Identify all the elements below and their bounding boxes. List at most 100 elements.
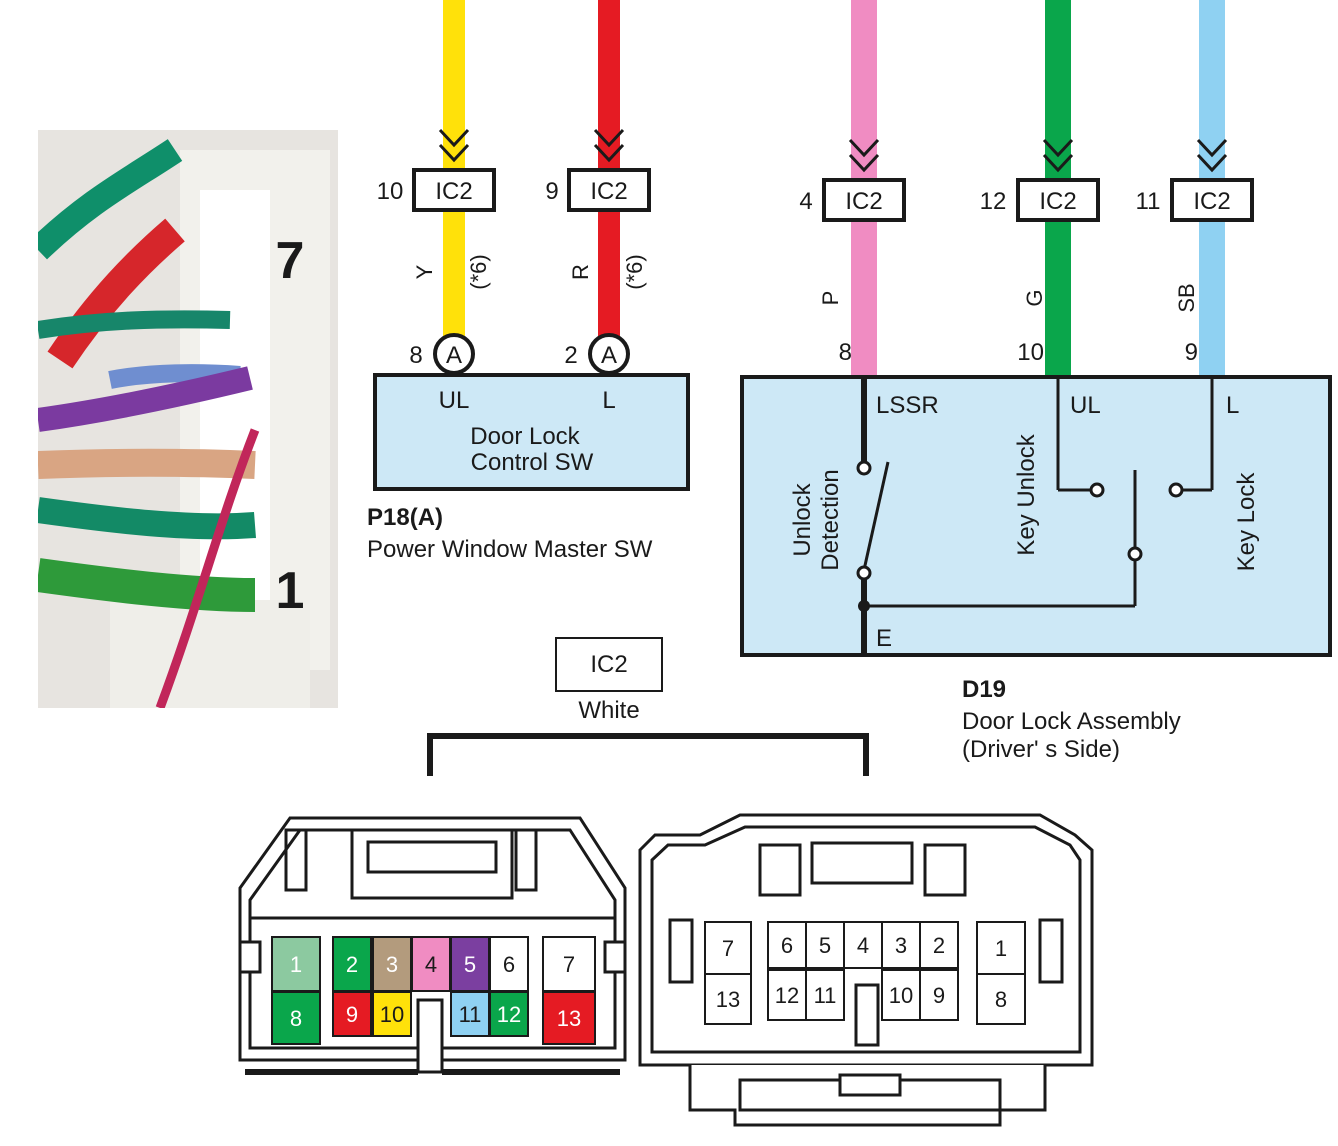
label-key-lock: Key Lock: [1233, 472, 1260, 572]
terminal-pin: 9: [1185, 339, 1198, 366]
connector-code: IC2: [590, 651, 627, 678]
terminal-l-label: L: [602, 387, 615, 414]
wire-note: (*6): [466, 254, 491, 289]
connector-pin-number: 6: [503, 952, 515, 977]
connector-pin-number: 10: [380, 1002, 404, 1027]
connector-pin-cell: [411, 936, 451, 992]
ic2-tag-label: IC2: [845, 188, 882, 215]
connector-pin-cell: [919, 969, 959, 1021]
photo-pin-label-bottom: 1: [276, 562, 305, 620]
terminal-pin: 8: [409, 342, 422, 369]
connector-pin-number: 9: [933, 983, 945, 1008]
connector-pin-number: 11: [459, 1002, 482, 1027]
wire-note: (*6): [622, 254, 647, 289]
ic2-pin-number: 12: [980, 188, 1007, 215]
label-unlock-detection-1: Unlock: [789, 482, 816, 556]
ic2-tag-label: IC2: [1039, 188, 1076, 215]
photo-pin-label-top: 7: [276, 232, 305, 290]
wire-color-label: R: [568, 264, 593, 280]
connector-pin-number: 13: [716, 987, 740, 1012]
connector-pin-cell: [489, 936, 529, 992]
terminal-ul-label: UL: [439, 387, 470, 414]
ic2-tag-label: IC2: [435, 178, 472, 205]
terminal-pin: 10: [1017, 339, 1044, 366]
ic2-tags: IC2 10 IC2 9 IC2 4 IC2 12 IC2: [377, 128, 1254, 222]
connector-pin-cell: [919, 921, 959, 969]
ic2-tag-pin-11: IC2 11: [1136, 138, 1254, 222]
connector-pin-cell: [542, 991, 596, 1045]
connector-pin-number: 10: [889, 983, 913, 1008]
assembly-description-line2: (Driver' s Side): [962, 736, 1120, 763]
connector-pin-cell: [805, 921, 845, 969]
wire-color-label: G: [1022, 289, 1047, 306]
connector-pin-cell: [332, 991, 372, 1037]
wire-color-labels: Y (*6) R (*6) P G SB: [412, 254, 1199, 312]
ic2-tag-pin-10: IC2 10: [377, 128, 496, 212]
terminal-ul-label: UL: [1070, 392, 1101, 419]
connector-pin-number: 3: [386, 952, 398, 977]
connector-pin-cell: [489, 991, 529, 1037]
connector-pin-number: 6: [781, 933, 793, 958]
ic2-pin-number: 10: [377, 178, 404, 205]
terminal-mark: A: [446, 342, 462, 369]
connector-pin-number: 9: [346, 1002, 358, 1027]
ic2-connector-legend: IC2 White: [427, 637, 869, 776]
assembly-description-line1: Door Lock Assembly: [962, 708, 1181, 735]
connector-pin-cell: [372, 991, 412, 1037]
connector-pin-cell: [271, 991, 321, 1045]
connector-pin-number: 3: [895, 933, 907, 958]
ic2-pin-number: 9: [545, 178, 558, 205]
connector-pin-number: 1: [995, 936, 1007, 961]
connector-pin-cell: [332, 936, 372, 992]
connector-pin-cell: [976, 973, 1026, 1025]
wire-color-label: SB: [1174, 283, 1199, 312]
door-lock-assembly: 8 10 9 LSSR UL L E Unlock Detection Key …: [740, 339, 1332, 763]
connector-pin-number: 7: [563, 952, 575, 977]
connector-pin-cell: [805, 969, 845, 1021]
ic2-tag-label: IC2: [1193, 188, 1230, 215]
connector-pin-cell: [450, 991, 490, 1037]
switch-name-line1: Door Lock: [470, 423, 580, 450]
connector-color-name: White: [578, 697, 639, 724]
door-lock-control-switch: A 8 A 2 UL L Door Lock Control SW P18(A)…: [367, 333, 690, 563]
connector-pin-cell: [271, 936, 321, 992]
connector-pin-number: 12: [775, 983, 799, 1008]
connector-pin-cell: [542, 936, 596, 992]
wire-color-label: P: [818, 291, 843, 306]
connector-pin-number: 2: [933, 933, 945, 958]
switch-code: P18(A): [367, 504, 443, 531]
ic2-pin-number: 11: [1136, 188, 1161, 215]
terminal-pin: 2: [564, 342, 577, 369]
connector-pin-number: 8: [290, 1006, 302, 1031]
connector-pin-cell: [704, 973, 752, 1025]
wire-color-label: Y: [412, 264, 437, 279]
label-key-unlock: Key Unlock: [1013, 433, 1040, 555]
switch-name-line2: Control SW: [471, 449, 594, 476]
connector-pin-number: 4: [857, 933, 869, 958]
connector-pin-cell: [704, 921, 752, 975]
connector-pin-cell: [450, 936, 490, 992]
connector-pin-number: 13: [557, 1006, 581, 1031]
connector-pin-number: 5: [819, 933, 831, 958]
terminal-lssr-label: LSSR: [876, 392, 939, 419]
label-unlock-detection-2: Detection: [817, 469, 844, 570]
connector-pin-number: 12: [497, 1002, 521, 1027]
connector-pin-number: 4: [425, 952, 437, 977]
ic2-tag-label: IC2: [590, 178, 627, 205]
connector-photo: 7 1: [38, 130, 338, 708]
ic2-pin-number: 4: [799, 188, 812, 215]
connector-pin-number: 8: [995, 987, 1007, 1012]
assembly-code: D19: [962, 676, 1006, 703]
terminal-pin: 8: [839, 339, 852, 366]
connector-pin-number: 5: [464, 952, 476, 977]
connector-pin-number: 7: [722, 936, 734, 961]
terminal-mark: A: [601, 342, 617, 369]
connector-pin-cell: [976, 921, 1026, 975]
ic2-tag-pin-9: IC2 9: [545, 128, 651, 212]
switch-description: Power Window Master SW: [367, 536, 653, 563]
